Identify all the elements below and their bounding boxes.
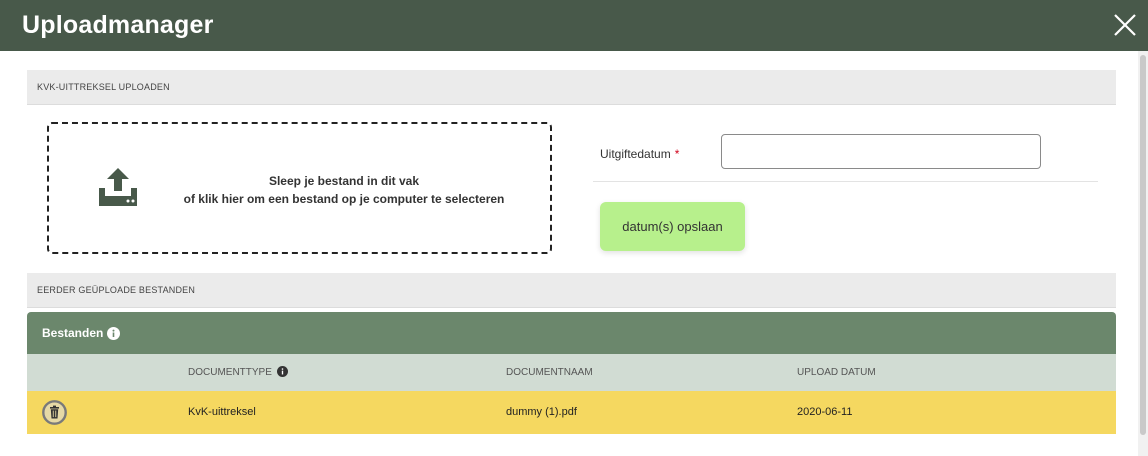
upload-section-heading: KvK-uittreksel uploaden <box>27 70 1116 105</box>
column-header-documentnaam[interactable]: Documentnaam <box>506 367 593 378</box>
column-header-documenttype-text: Documenttype <box>188 367 272 378</box>
table-row: KvK-uittreksel dummy (1).pdf 2020-06-11 <box>27 391 1116 434</box>
issue-date-row: Uitgiftedatum* <box>593 132 1098 182</box>
close-icon[interactable] <box>1112 12 1138 38</box>
dropzone-line-2: of klik hier om een bestand op je comput… <box>183 192 505 206</box>
window-title: Uploadmanager <box>22 11 214 39</box>
dropzone-line-1: Sleep je bestand in dit vak <box>268 174 420 188</box>
upload-section-heading-text: KvK-uittreksel uploaden <box>37 82 170 92</box>
column-header-upload-datum[interactable]: Upload datum <box>797 367 876 378</box>
files-table-column-header: Documenttype Documentnaam Upload datum <box>27 354 1116 391</box>
scrollbar-thumb[interactable] <box>1140 55 1146 435</box>
cell-documentnaam[interactable]: dummy (1).pdf <box>506 406 577 418</box>
files-table-title: Bestanden <box>27 312 1116 354</box>
files-table-title-text: Bestanden <box>42 326 104 340</box>
vertical-scrollbar[interactable] <box>1138 51 1148 456</box>
upload-icon <box>99 168 137 206</box>
issue-date-input[interactable] <box>721 134 1041 169</box>
issue-date-label: Uitgiftedatum* <box>600 147 679 161</box>
column-header-documenttype[interactable]: Documenttype <box>188 365 288 378</box>
cell-documenttype: KvK-uittreksel <box>188 406 256 418</box>
info-icon[interactable] <box>276 365 288 377</box>
history-section-heading: Eerder geüploade bestanden <box>27 273 1116 308</box>
issue-date-label-text: Uitgiftedatum <box>600 147 671 161</box>
trash-icon[interactable] <box>42 400 67 425</box>
window-titlebar: Uploadmanager <box>0 0 1148 51</box>
history-section-heading-text: Eerder geüploade bestanden <box>37 285 196 295</box>
cell-upload-datum: 2020-06-11 <box>797 406 853 418</box>
required-marker: * <box>674 147 680 161</box>
dropzone-instructions: Sleep je bestand in dit vak of klik hier… <box>179 172 509 208</box>
info-icon[interactable] <box>107 326 121 340</box>
file-dropzone[interactable]: Sleep je bestand in dit vak of klik hier… <box>47 122 552 254</box>
save-dates-button[interactable]: datum(s) opslaan <box>600 202 745 251</box>
